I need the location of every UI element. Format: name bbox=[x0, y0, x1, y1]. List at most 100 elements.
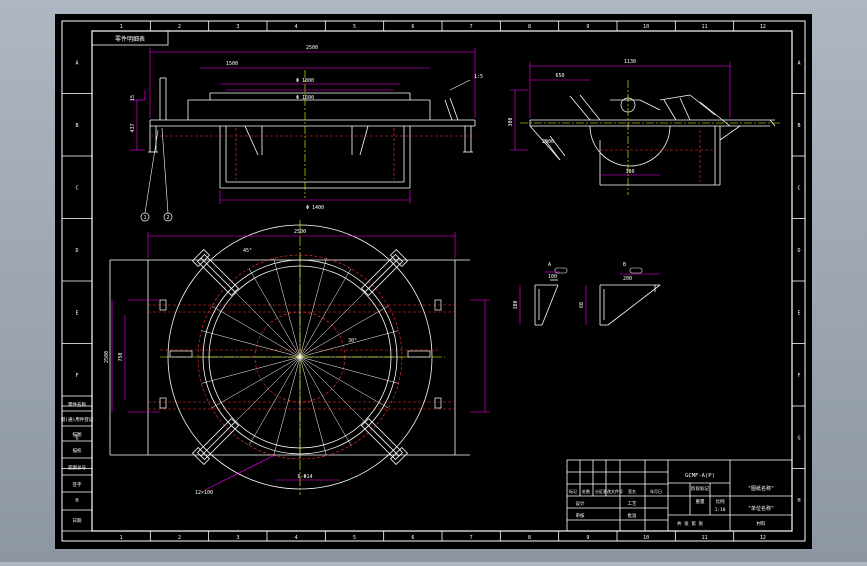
dim-overall-width: 2500 bbox=[306, 45, 318, 51]
front-view[interactable]: 1 2 2500 1500 Φ 1800 Φ 1600 Φ 1400 437 1… bbox=[130, 45, 483, 222]
zone-row-label: E bbox=[75, 310, 78, 316]
side-view[interactable]: 1130 650 300 2000 380 bbox=[508, 59, 780, 195]
paper-area bbox=[55, 14, 812, 549]
zone-col-label: 3 bbox=[236, 24, 239, 30]
dim-inner-2: Φ 1600 bbox=[296, 95, 314, 101]
zone-row-label: B bbox=[797, 123, 800, 129]
left-strip-label: 借(通)用件登记 bbox=[61, 416, 94, 423]
zone-row-label: A bbox=[75, 60, 78, 66]
zone-row-label: G bbox=[797, 435, 800, 441]
left-strip-label: 签字 bbox=[73, 481, 82, 488]
zone-row-label: C bbox=[75, 185, 78, 191]
zone-row-label: D bbox=[797, 248, 800, 254]
material-label: 材料 bbox=[757, 520, 766, 527]
zone-row-label: E bbox=[797, 310, 800, 316]
balloon-1-label: 1 bbox=[143, 215, 146, 221]
side-dim-depth: 2000 bbox=[542, 139, 554, 145]
zone-col-label: 12 bbox=[760, 24, 766, 30]
title-block[interactable]: GCMF-A(P) "图纸名称" "单位名称" 阶段标记 重量 比例 1:10 … bbox=[566, 459, 793, 532]
plan-dim-bl: 12×100 bbox=[195, 490, 213, 496]
zone-row-label: C bbox=[797, 185, 800, 191]
zone-col-label: 4 bbox=[295, 24, 298, 30]
zone-col-label: 11 bbox=[701, 535, 707, 541]
detail-a[interactable]: A 100 100 bbox=[513, 262, 568, 326]
zone-col-label: 12 bbox=[760, 535, 766, 541]
zone-col-label: 6 bbox=[411, 535, 414, 541]
zone-col-label: 7 bbox=[470, 535, 473, 541]
zone-ticks bbox=[62, 21, 805, 541]
zone-col-label: 4 bbox=[295, 535, 298, 541]
detail-b-label: B bbox=[623, 262, 626, 268]
left-strip-label: 底图总号 bbox=[68, 464, 86, 471]
balloon-2[interactable] bbox=[163, 212, 173, 222]
zone-col-label: 10 bbox=[643, 535, 649, 541]
zone-col-label: 1 bbox=[120, 535, 123, 541]
left-strip-label: 描校 bbox=[73, 447, 82, 454]
zone-row-label: F bbox=[797, 373, 800, 379]
zone-col-label: 10 bbox=[643, 24, 649, 30]
tb-header: 年月日 bbox=[650, 488, 662, 494]
zone-row-label: F bbox=[75, 373, 78, 379]
dim-top-length: 1500 bbox=[226, 61, 238, 67]
dim-small-h: 15 bbox=[130, 95, 136, 101]
scale-label: 比例 bbox=[716, 498, 725, 505]
tb-role: 设计 bbox=[576, 500, 585, 507]
detail-a-height: 100 bbox=[513, 300, 519, 309]
sheet-label: 共 张 第 张 bbox=[677, 520, 704, 527]
zone-col-label: 7 bbox=[470, 24, 473, 30]
side-dim-height: 300 bbox=[508, 117, 514, 126]
plan-dim-height: 2500 bbox=[104, 351, 110, 363]
corner-label: 零件明细表 bbox=[115, 35, 145, 43]
zone-row-label: A bbox=[797, 60, 800, 66]
detail-a-width: 100 bbox=[548, 274, 557, 280]
tb-header: 处数 bbox=[582, 488, 590, 494]
dim-slope: 1:5 bbox=[474, 74, 483, 80]
left-info-strip: 零件名称 借(通)用件登记 描图 描校 底图总号 签字 日期 bbox=[61, 395, 94, 532]
tb-header: 分区 bbox=[595, 488, 603, 494]
dim-inner-1: Φ 1800 bbox=[296, 78, 314, 84]
side-dim-bottom: 380 bbox=[625, 169, 634, 175]
detail-a-label: A bbox=[548, 262, 551, 268]
zone-col-label: 6 bbox=[411, 24, 414, 30]
zone-col-label: 5 bbox=[353, 24, 356, 30]
bracket-arm bbox=[191, 417, 240, 466]
tb-role: 批准 bbox=[628, 512, 637, 519]
zone-col-label: 5 bbox=[353, 535, 356, 541]
zone-col-label: 8 bbox=[528, 24, 531, 30]
zone-col-label: 1 bbox=[120, 24, 123, 30]
tb-header: 签名 bbox=[628, 488, 636, 494]
corner-label-box bbox=[91, 30, 169, 46]
balloon-1[interactable] bbox=[140, 212, 150, 222]
plan-angle-1: 45° bbox=[243, 248, 252, 254]
zone-row-label: H bbox=[75, 498, 78, 504]
balloon-2-label: 2 bbox=[166, 215, 169, 221]
detail-b-height: 60 bbox=[579, 302, 585, 308]
zone-col-label: 9 bbox=[586, 24, 589, 30]
zone-row-label: G bbox=[75, 435, 78, 441]
company-name: "单位名称" bbox=[748, 505, 774, 512]
zone-col-label: 11 bbox=[701, 24, 707, 30]
zone-row-label: B bbox=[75, 123, 78, 129]
plan-view[interactable]: 2500 2500 750 45° 30° 12×100 6-Φ14 bbox=[104, 220, 490, 496]
scale-value: 1:10 bbox=[715, 507, 726, 513]
left-strip-label: 零件名称 bbox=[68, 401, 86, 408]
side-dim-width: 1130 bbox=[624, 59, 636, 65]
zone-col-label: 9 bbox=[586, 535, 589, 541]
stage-label: 阶段标记 bbox=[691, 485, 709, 492]
plan-angle-2: 30° bbox=[348, 338, 357, 344]
bracket-arm bbox=[360, 248, 409, 297]
tb-role: 审核 bbox=[576, 512, 585, 519]
plan-dim-overall: 2500 bbox=[294, 229, 306, 235]
detail-b[interactable]: B 200 60 bbox=[579, 262, 661, 326]
plan-center-note: 6-Φ14 bbox=[297, 474, 312, 480]
tb-role: 工艺 bbox=[628, 501, 637, 507]
dim-height: 437 bbox=[130, 123, 136, 132]
zone-row-label: D bbox=[75, 248, 78, 254]
bracket-arm bbox=[360, 417, 409, 466]
weight-label: 重量 bbox=[696, 498, 705, 505]
tb-header: 标记 bbox=[569, 488, 577, 494]
bracket-arm bbox=[191, 248, 240, 297]
